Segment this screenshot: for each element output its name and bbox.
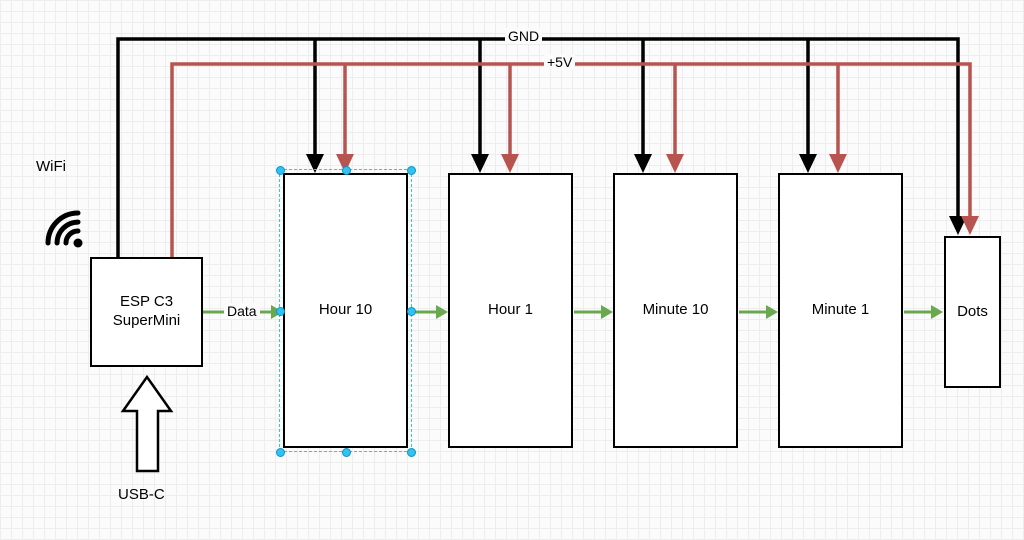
- data-arrow-minute10-minute1[interactable]: [739, 305, 778, 319]
- node-minute1-label: Minute 1: [811, 301, 870, 319]
- selection-handle[interactable]: [407, 166, 416, 175]
- selection-handle[interactable]: [276, 166, 285, 175]
- data-arrow-hour1-minute10[interactable]: [574, 305, 613, 319]
- data-label: Data: [224, 303, 260, 319]
- node-dots[interactable]: Dots: [944, 236, 1001, 388]
- plus5v-wire[interactable]: [170, 62, 979, 257]
- selection-handle[interactable]: [276, 448, 285, 457]
- selection-handle[interactable]: [407, 307, 416, 316]
- selection-handle[interactable]: [276, 307, 285, 316]
- selection-handle[interactable]: [342, 448, 351, 457]
- selection-handle[interactable]: [407, 448, 416, 457]
- node-hour1-label: Hour 1: [487, 301, 534, 319]
- node-hour1[interactable]: Hour 1: [448, 173, 573, 448]
- wifi-label: WiFi: [36, 158, 66, 175]
- node-minute10[interactable]: Minute 10: [613, 173, 738, 448]
- data-arrow-minute1-dots[interactable]: [904, 305, 943, 319]
- usb-c-arrow-icon[interactable]: [120, 374, 174, 473]
- gnd-label: GND: [505, 28, 543, 44]
- node-esp-c3-supermini[interactable]: ESP C3 SuperMini: [90, 257, 203, 367]
- node-dots-label: Dots: [957, 302, 988, 320]
- node-esp-label: ESP C3 SuperMini: [112, 293, 181, 329]
- node-hour10-label: Hour 10: [318, 301, 373, 319]
- node-hour10[interactable]: Hour 10: [283, 173, 408, 448]
- node-minute1[interactable]: Minute 1: [778, 173, 903, 448]
- node-minute10-label: Minute 10: [642, 301, 709, 319]
- usb-c-label: USB-C: [118, 486, 165, 503]
- selection-handle[interactable]: [342, 166, 351, 175]
- plus5v-label: +5V: [544, 54, 576, 70]
- wifi-icon[interactable]: [42, 207, 96, 261]
